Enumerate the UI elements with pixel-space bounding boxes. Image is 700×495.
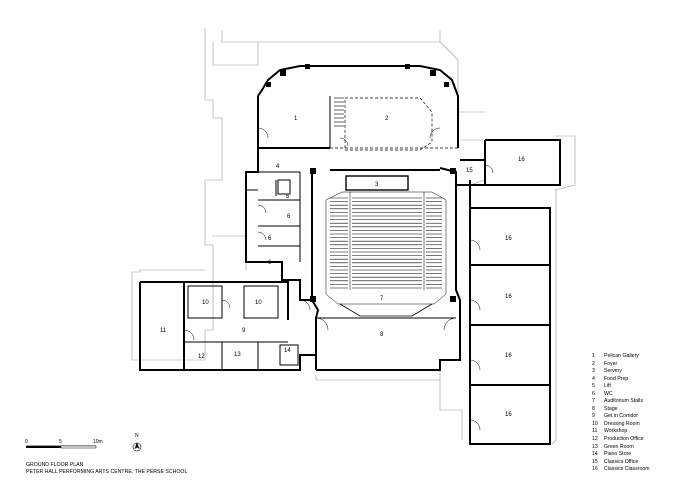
legend-item-name: Auditorium Stalls [604, 398, 643, 405]
legend-item-name: Piano Store [604, 451, 632, 458]
legend-item-name: WC [604, 390, 613, 397]
room-label-1: 1 [294, 116, 298, 122]
scale-label-start: 0 [25, 439, 28, 445]
scale-bar: 0 5 10m [25, 439, 103, 449]
legend-item-number: 16 [592, 466, 598, 473]
room-label-15: 15 [466, 168, 473, 174]
legend-item: 1 Pelican Gallery [592, 353, 696, 361]
room-label-6c: 6 [268, 260, 272, 266]
room-label-16b: 16 [505, 236, 512, 242]
room-label-11: 11 [160, 328, 167, 334]
auditorium-seating [325, 191, 447, 305]
legend-item-number: 10 [592, 420, 598, 427]
legend-item-number: 7 [592, 398, 595, 405]
stairs [334, 97, 344, 127]
room-label-4: 4 [276, 164, 280, 170]
legend-item-number: 1 [592, 353, 595, 359]
room-label-6b: 6 [268, 236, 272, 242]
legend-item-name: Servery [604, 368, 622, 375]
legend-item-number: 2 [592, 360, 595, 367]
room-label-3: 3 [375, 182, 379, 188]
legend-item-name: Stage [604, 405, 618, 412]
legend-item-number: 13 [592, 443, 598, 450]
walls [139, 65, 561, 445]
legend-item: 4 Food Prep [592, 376, 696, 384]
scale-label-end: 10m [93, 439, 103, 445]
legend-item-name: Dressing Room [604, 420, 640, 427]
room-legend: 1 Pelican Gallery 2 Foyer 3 Servery 4 Food Prep… [592, 353, 696, 474]
legend-item-number: 15 [592, 458, 598, 465]
legend-item-number: 14 [592, 451, 598, 458]
legend-item-number: 6 [592, 390, 595, 397]
partitions [184, 96, 470, 370]
legend-item-name: Classics Office [604, 458, 639, 465]
room-label-6a: 6 [287, 214, 291, 220]
room-label-10a: 10 [202, 300, 209, 306]
legend-item: 15 Classics Office [592, 459, 696, 467]
north-arrow-icon: N [132, 433, 142, 452]
servery-counter [345, 175, 409, 191]
room-label-16d: 16 [505, 353, 512, 359]
legend-item-name: Pelican Gallery [604, 353, 639, 359]
legend-item-name: Classics Classroom [604, 466, 650, 473]
room-label-8: 8 [380, 332, 384, 338]
legend-item: 2 Foyer [592, 361, 696, 369]
drawing-caption: GROUND FLOOR PLAN PETER HALL PERFORMING … [26, 462, 187, 476]
north-label: N [135, 433, 139, 439]
room-label-7: 7 [380, 296, 384, 302]
foyer-outline [330, 97, 458, 151]
legend-item-number: 12 [592, 436, 598, 443]
columns [266, 64, 456, 302]
room-label-10b: 10 [255, 300, 262, 306]
legend-item-name: Lift [604, 383, 611, 390]
seat-rows [330, 197, 442, 289]
stage [339, 303, 433, 317]
legend-item-name: Production Office [604, 436, 644, 443]
room-labels: 1 2 3 4 5 6 6 6 7 8 9 10 10 11 12 13 14 … [160, 116, 525, 418]
legend-item-number: 9 [592, 413, 595, 420]
legend-item-name: Food Prep [604, 375, 629, 382]
caption-subtitle: PETER HALL PERFORMING ARTS CENTRE, THE P… [26, 469, 188, 475]
legend-item-name: Foyer [604, 360, 618, 367]
legend-item-number: 8 [592, 405, 595, 412]
legend-item: 9 Get in Corridor [592, 413, 696, 421]
room-label-5: 5 [286, 194, 290, 200]
legend-item: 8 Stage [592, 406, 696, 414]
legend-item-number: 11 [592, 428, 598, 435]
legend-item-number: 4 [592, 375, 595, 382]
room-label-13: 13 [234, 352, 241, 358]
legend-item: 6 WC [592, 391, 696, 399]
legend-item-name: Get in Corridor [604, 413, 639, 420]
room-label-16a: 16 [518, 157, 525, 163]
caption-title: GROUND FLOOR PLAN [26, 462, 84, 468]
legend-item-number: 5 [592, 383, 595, 390]
doors [183, 127, 494, 431]
legend-item: 7 Auditorium Stalls [592, 398, 696, 406]
room-label-16e: 16 [505, 412, 512, 418]
legend-item: 12 Production Office [592, 436, 696, 444]
legend-item-number: 3 [592, 368, 595, 375]
legend-item: 10 Dressing Room [592, 421, 696, 429]
legend-item: 13 Green Room [592, 444, 696, 452]
room-label-12: 12 [198, 354, 205, 360]
legend-item: 11 Workshop [592, 428, 696, 436]
room-label-9: 9 [242, 328, 246, 334]
room-label-14: 14 [284, 348, 291, 354]
scale-label-mid: 5 [59, 439, 62, 445]
legend-item: 16 Classics Classroom [592, 466, 696, 474]
room-label-2: 2 [385, 116, 389, 122]
legend-item: 5 Lift [592, 383, 696, 391]
room-label-16c: 16 [505, 294, 512, 300]
legend-item-name: Workshop [604, 428, 628, 435]
legend-item: 3 Servery [592, 368, 696, 376]
legend-item: 14 Piano Store [592, 451, 696, 459]
legend-item-name: Green Room [604, 443, 634, 450]
